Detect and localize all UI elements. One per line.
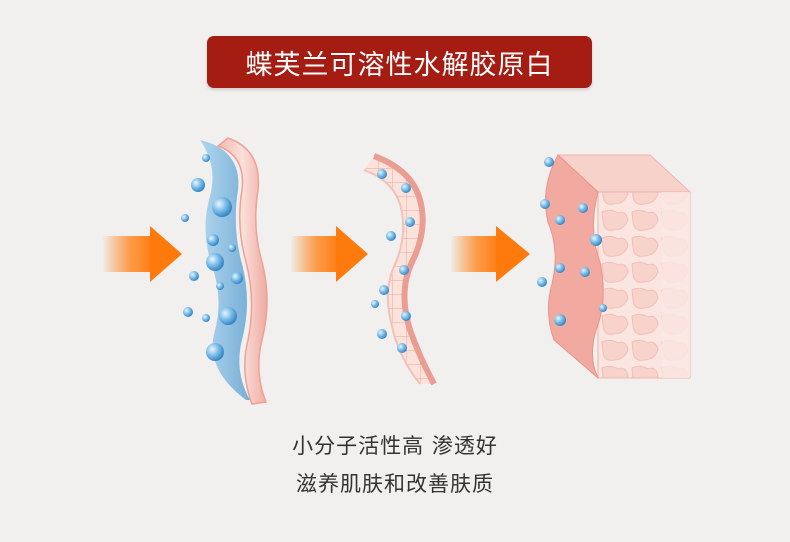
title-badge: 蝶芙兰可溶性水解胶原白 — [207, 36, 592, 88]
caption-line-1: 小分子活性高 渗透好 — [292, 434, 498, 458]
arrow-right-icon — [290, 226, 368, 282]
arrow-right-icon — [102, 226, 182, 282]
skin-tissue-block — [537, 154, 692, 379]
arrow-right-icon — [450, 226, 530, 282]
caption-line-2: 滋养肌肤和改善肤质 — [296, 472, 494, 496]
skin-layer-hydrated — [181, 137, 268, 405]
collagen-mesh-layer — [363, 153, 437, 386]
page-title: 蝶芙兰可溶性水解胶原白 — [245, 49, 554, 81]
